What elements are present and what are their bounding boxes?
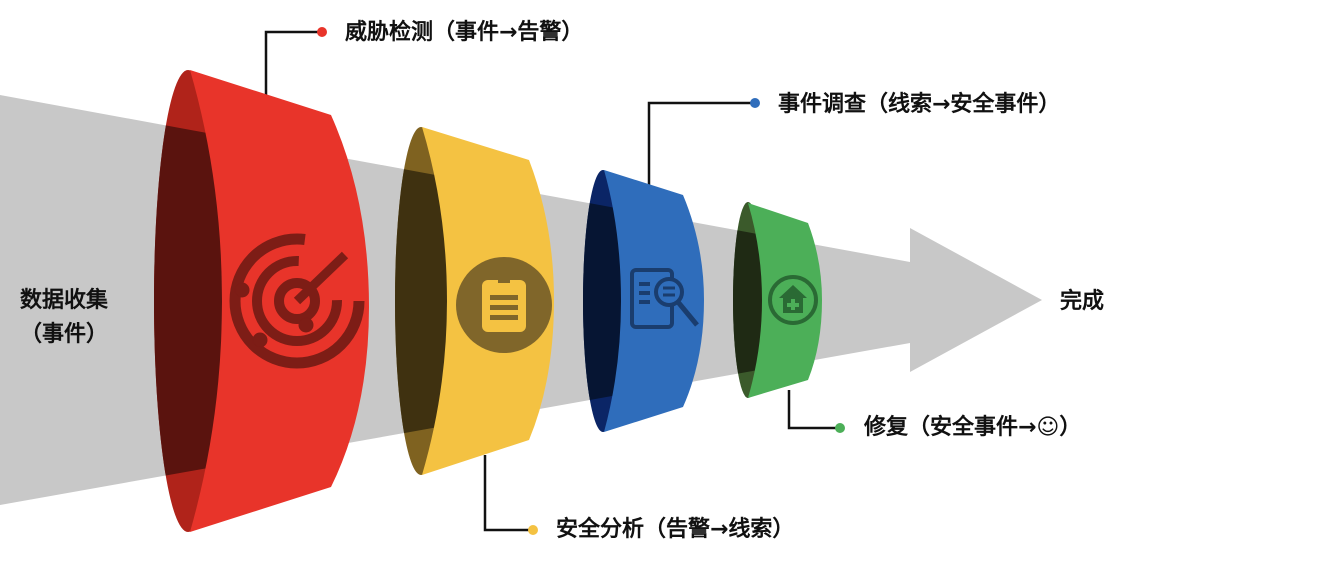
stage-cylinder-threat-detection bbox=[154, 70, 369, 532]
stage-dot-green bbox=[835, 423, 845, 433]
connector-lines bbox=[264, 30, 840, 532]
clipboard-icon bbox=[456, 257, 552, 353]
stage-dot-red bbox=[317, 27, 327, 37]
radar-icon bbox=[229, 233, 365, 369]
stage-cylinder-security-analysis bbox=[395, 127, 554, 475]
stage-cylinder-remediation bbox=[733, 202, 822, 398]
document-search-icon bbox=[630, 268, 699, 329]
home-repair-icon bbox=[768, 275, 818, 325]
stage-label-remediation: 修复（安全事件→☺） bbox=[864, 415, 1082, 440]
start-label-line2: （事件） bbox=[20, 322, 109, 347]
stage-label-threat-detection: 威胁检测（事件→告警） bbox=[345, 20, 584, 45]
start-label-line1: 数据收集 bbox=[20, 288, 109, 313]
stage-label-incident-investigation: 事件调查（线索→安全事件） bbox=[778, 92, 1061, 117]
stage-label-security-analysis: 安全分析（告警→线索） bbox=[556, 517, 795, 542]
end-label: 完成 bbox=[1060, 289, 1105, 314]
stage-cylinder-incident-investigation bbox=[583, 170, 704, 432]
stage-dot-blue bbox=[750, 98, 760, 108]
stage-dot-yellow bbox=[528, 525, 538, 535]
